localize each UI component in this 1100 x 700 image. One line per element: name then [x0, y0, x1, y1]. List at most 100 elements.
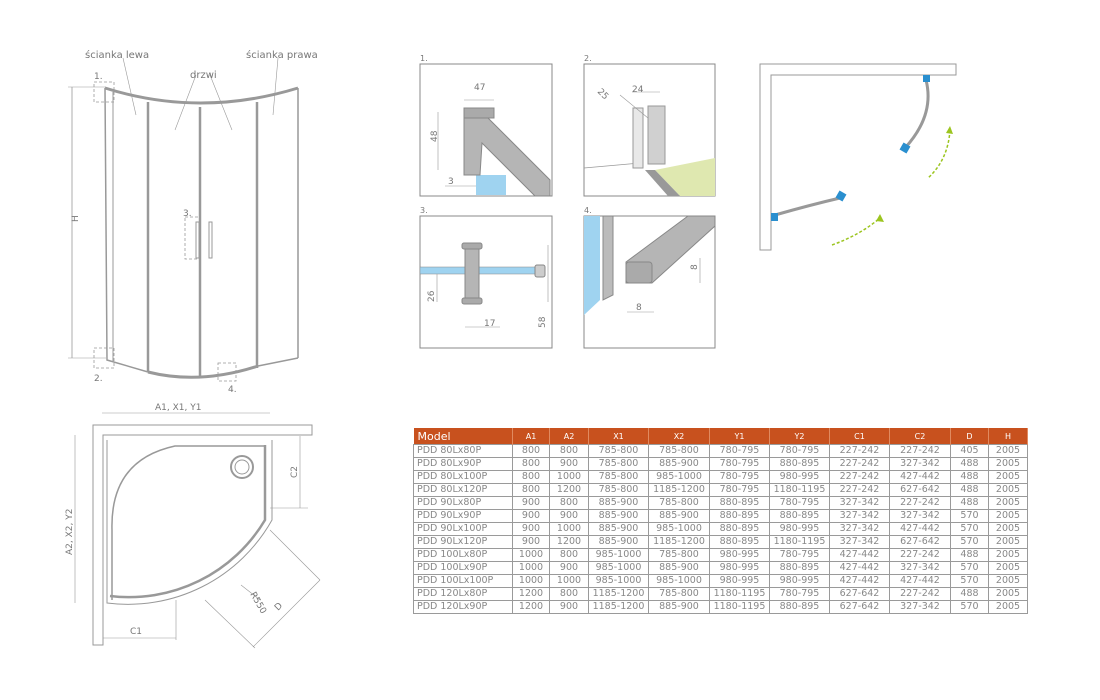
table-cell: 2005	[988, 600, 1028, 614]
table-cell: 627-642	[829, 600, 890, 614]
table-cell: 900	[512, 535, 550, 549]
table-cell: 880-895	[709, 522, 770, 536]
table-cell: 885-900	[588, 509, 649, 523]
table-cell: 985-1000	[588, 548, 649, 562]
table-cell: 900	[512, 496, 550, 510]
table-cell: PDD 80Lx100P	[413, 470, 513, 484]
table-cell: 2005	[988, 561, 1028, 575]
table-cell: 1000	[549, 522, 589, 536]
table-cell: 785-800	[648, 548, 710, 562]
table-cell: 2005	[988, 522, 1028, 536]
table-cell: 900	[512, 509, 550, 523]
table-cell: 427-442	[889, 574, 951, 588]
detail-4	[583, 215, 716, 349]
table-cell: 880-895	[769, 457, 830, 471]
table-cell: 2005	[988, 483, 1028, 497]
table-cell: 985-1000	[648, 522, 710, 536]
table-cell: 785-800	[588, 457, 649, 471]
column-header-x1: X1	[588, 428, 649, 445]
plan-c2-label: C2	[290, 466, 300, 478]
column-header-c1: C1	[829, 428, 890, 445]
detail-1-number: 1.	[420, 54, 428, 63]
table-cell: 785-800	[648, 444, 710, 458]
table-cell: 880-895	[769, 600, 830, 614]
detail-3-dim-58: 58	[538, 316, 548, 328]
callout-4: 4.	[228, 385, 237, 395]
table-cell: 227-242	[889, 496, 951, 510]
table-cell: 885-900	[588, 522, 649, 536]
table-cell: 985-1000	[588, 574, 649, 588]
table-cell: 2005	[988, 496, 1028, 510]
plan-top-dim: A1, X1, Y1	[155, 403, 201, 413]
table-cell: 985-1000	[648, 470, 710, 484]
front-view	[68, 57, 299, 382]
table-cell: 570	[950, 535, 989, 549]
plan-diagonal-label: D	[273, 601, 285, 613]
table-cell: 1200	[549, 535, 589, 549]
table-cell: 570	[950, 574, 989, 588]
table-cell: 488	[950, 470, 989, 484]
table-cell: 900	[549, 457, 589, 471]
table-cell: PDD 120Lx90P	[413, 600, 513, 614]
table-cell: 1180-1195	[709, 587, 770, 601]
table-cell: 2005	[988, 444, 1028, 458]
table-cell: 1185-1200	[648, 535, 710, 549]
table-cell: 880-895	[769, 509, 830, 523]
table-cell: 800	[512, 470, 550, 484]
table-cell: 570	[950, 561, 989, 575]
column-header-c2: C2	[889, 428, 951, 445]
table-cell: 800	[549, 444, 589, 458]
table-cell: 800	[549, 496, 589, 510]
table-cell: PDD 90Lx120P	[413, 535, 513, 549]
height-label: H	[71, 215, 81, 222]
table-cell: 1200	[512, 600, 550, 614]
column-header-d: D	[950, 428, 989, 445]
table-cell: PDD 90Lx80P	[413, 496, 513, 510]
table-cell: PDD 100Lx100P	[413, 574, 513, 588]
table-cell: 1185-1200	[648, 483, 710, 497]
table-cell: 2005	[988, 535, 1028, 549]
table-cell: 2005	[988, 574, 1028, 588]
column-header-model: Model	[413, 428, 513, 445]
table-cell: 327-342	[829, 509, 890, 523]
table-cell: 1185-1200	[588, 587, 649, 601]
table-cell: 1000	[512, 561, 550, 575]
table-cell: 327-342	[889, 457, 951, 471]
table-cell: 980-995	[769, 522, 830, 536]
table-cell: 800	[549, 548, 589, 562]
column-header-y2: Y2	[769, 428, 830, 445]
table-cell: 327-342	[829, 522, 890, 536]
detail-1-dim-width: 47	[474, 83, 485, 93]
detail-1-dim-height: 48	[430, 130, 440, 142]
table-cell: 800	[512, 444, 550, 458]
table-cell: 800	[549, 587, 589, 601]
table-cell: 1000	[549, 574, 589, 588]
callout-2: 2.	[94, 374, 103, 384]
table-cell: PDD 80Lx80P	[413, 444, 513, 458]
table-cell: 227-242	[829, 457, 890, 471]
plan-view	[74, 412, 321, 649]
column-header-x2: X2	[648, 428, 710, 445]
table-cell: 488	[950, 548, 989, 562]
door-opening-diagram	[759, 63, 957, 251]
table-cell: 227-242	[889, 548, 951, 562]
table-cell: 885-900	[648, 600, 710, 614]
table-cell: 780-795	[769, 496, 830, 510]
table-cell: PDD 100Lx90P	[413, 561, 513, 575]
detail-4-number: 4.	[584, 206, 592, 215]
right-wall-label: ścianka prawa	[246, 49, 318, 61]
table-cell: 780-795	[709, 470, 770, 484]
table-cell: 2005	[988, 587, 1028, 601]
table-cell: 2005	[988, 509, 1028, 523]
table-cell: 427-442	[889, 522, 951, 536]
